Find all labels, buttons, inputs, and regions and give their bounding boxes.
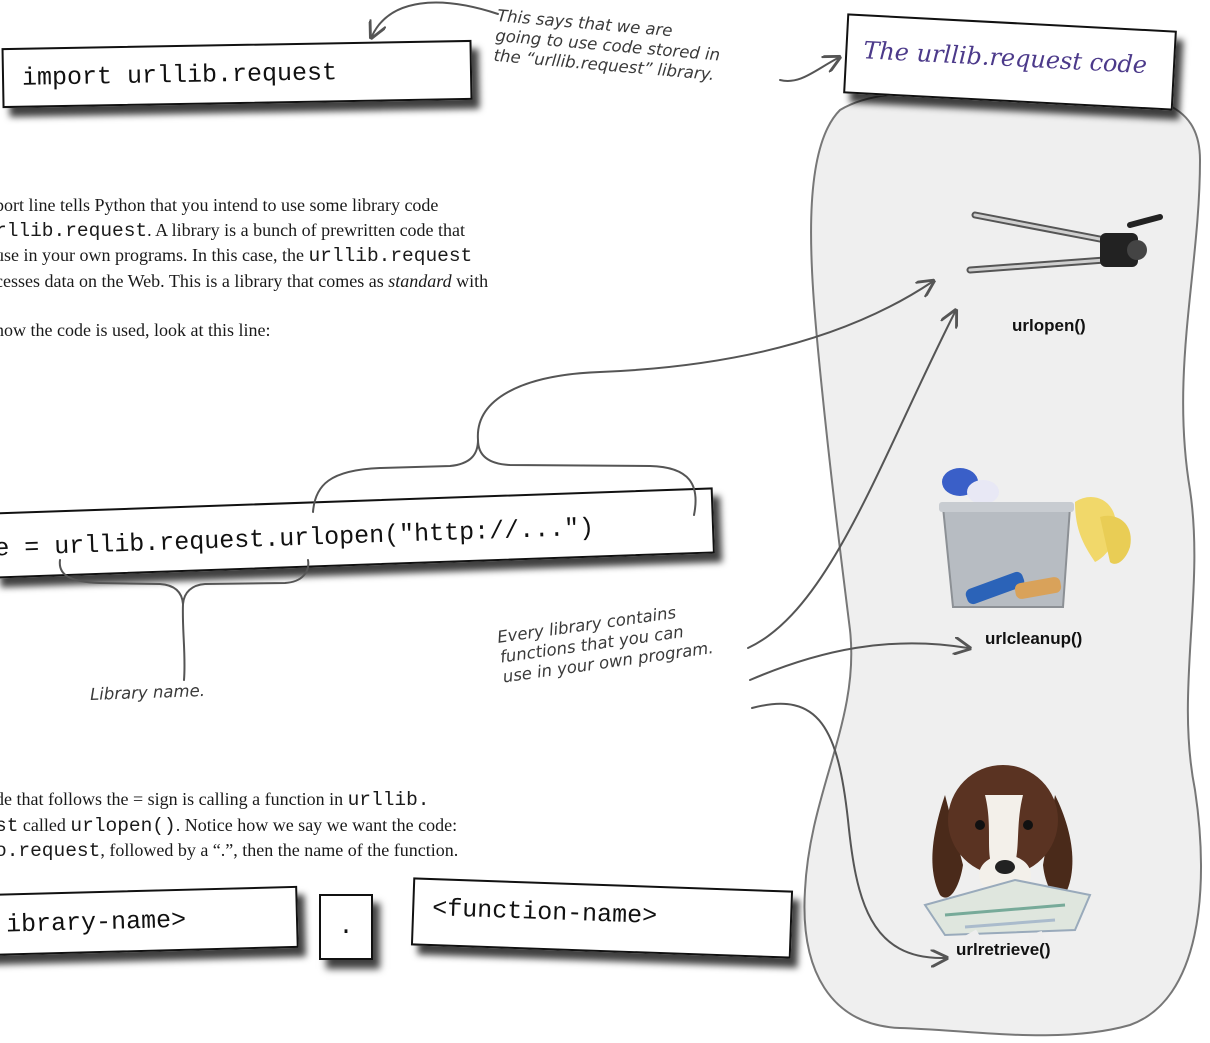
function-call-paragraph: de that follows the = sign is calling a … (0, 787, 458, 864)
function-label-urlcleanup: urlcleanup() (985, 629, 1083, 648)
para3-line1: de that follows the = sign is calling a … (0, 787, 458, 813)
para3-line2-text1: called (18, 814, 71, 835)
line-to-library-name-note (181, 603, 186, 681)
para1-line1: port line tells Python that you intend t… (0, 195, 439, 215)
dot-separator-box: . (319, 894, 373, 960)
function-label-urlretrieve: urlretrieve() (956, 940, 1051, 959)
para1-line4: cesses data on the Web. This is a librar… (0, 269, 488, 294)
import-code-box: import urllib.request (1, 39, 473, 109)
para1-line4-pre: cesses data on the Web. This is a librar… (0, 270, 389, 291)
para1-line4-post: with (451, 270, 489, 291)
function-label-urlopen: urlopen() (1012, 316, 1086, 335)
function-name-box: <function-name> (410, 877, 794, 959)
dog-with-newspaper-icon (923, 765, 1092, 950)
para1-line2-code: rllib.request (0, 219, 148, 242)
cleaning-bucket-icon (939, 468, 1131, 608)
library-name-box: ibrary-name> (0, 885, 299, 957)
function-call-code-box: e = urllib.request.urlopen("http://...") (0, 487, 715, 579)
para3-line3: o.request, followed by a “.”, then the n… (0, 838, 458, 864)
para3-line3-code: o.request (0, 840, 101, 862)
para3-line2: st called urlopen(). Notice how we say w… (0, 813, 458, 839)
para1-line3-code: urllib.request (308, 245, 473, 267)
look-at-line-paragraph: how the code is used, look at this line: (0, 318, 270, 343)
para1-line2: rllib.request. A library is a bunch of p… (0, 218, 488, 244)
import-annotation: This says that we are going to use code … (493, 6, 723, 85)
para3-line2-text2: . Notice how we say we want the code: (175, 814, 458, 835)
library-name-annotation: Library name. (89, 680, 206, 705)
para3-line1-code: urllib. (347, 789, 430, 811)
intro-paragraph: port line tells Python that you intend t… (0, 193, 488, 293)
para3-line3-text: , followed by a “.”, then the name of th… (100, 840, 459, 860)
para3-line1-text: de that follows the = sign is calling a … (0, 789, 348, 809)
para1-line4-em: standard (388, 270, 452, 291)
can-opener-icon (966, 211, 1163, 274)
para3-line2-code1: st (0, 814, 19, 837)
para1-line3-text: use in your own programs. In this case, … (0, 245, 309, 265)
para1-line3: use in your own programs. In this case, … (0, 243, 488, 269)
arrow-to-import-box (372, 1, 499, 36)
functions-annotation: Every library contains functions that yo… (496, 598, 715, 687)
para3-line2-code2: urlopen() (70, 814, 176, 837)
para2-line1: how the code is used, look at this line: (0, 320, 271, 340)
para1-line2-text: . A library is a bunch of prewritten cod… (147, 219, 466, 240)
